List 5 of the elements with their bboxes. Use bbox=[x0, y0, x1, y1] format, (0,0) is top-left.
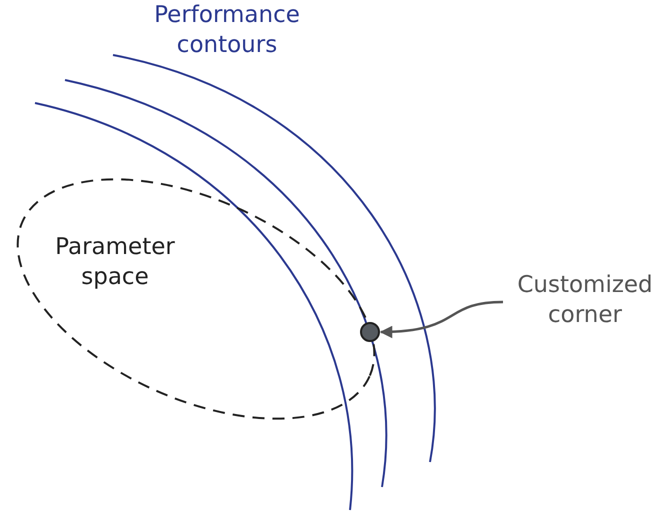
corner-dot bbox=[360, 322, 380, 342]
contour-label: Performance contours bbox=[153, 1, 301, 60]
callout-label: Customized corner bbox=[516, 271, 654, 330]
arrow bbox=[380, 300, 504, 338]
region-label: Parameter space bbox=[54, 233, 176, 292]
